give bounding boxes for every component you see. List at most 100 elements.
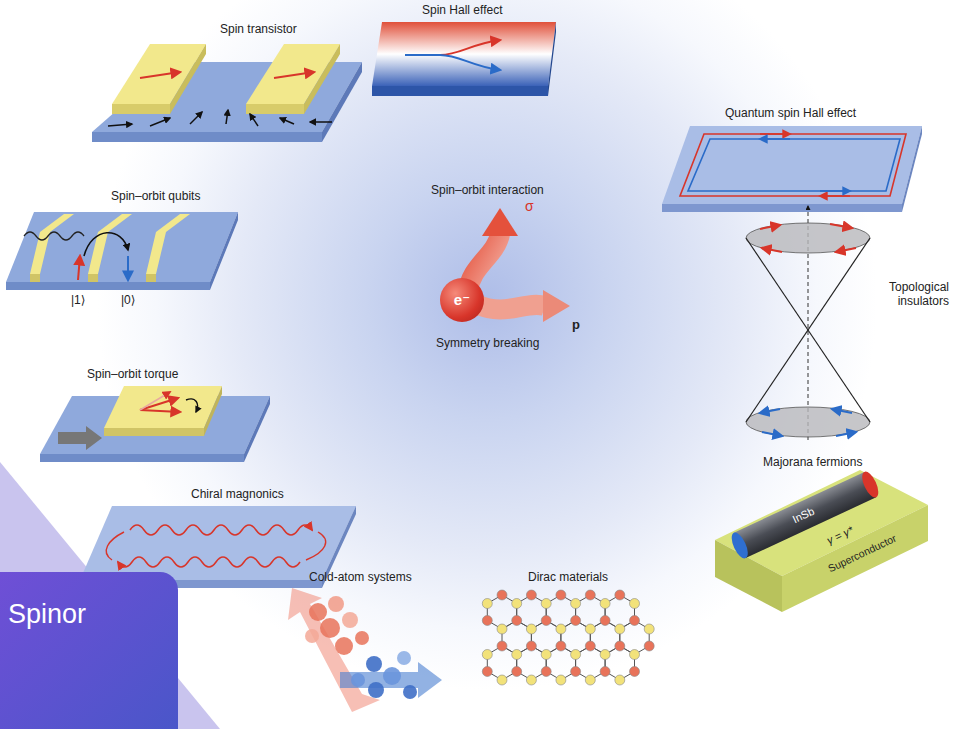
magnonics-slab (130, 525, 312, 535)
spin-hall-slab (372, 86, 548, 96)
torque-device (58, 426, 102, 450)
lattice-atom (556, 641, 566, 651)
dirac-cone (832, 409, 852, 413)
lattice-atom (571, 667, 581, 677)
panel-title: Chiral magnonics (191, 487, 284, 501)
spin-hall-slab (405, 55, 500, 70)
spin-transistor (274, 72, 314, 78)
lattice-atom (556, 675, 566, 685)
dirac-cone (836, 432, 856, 436)
qshe-slab (662, 126, 922, 212)
qubit-device (6, 212, 238, 282)
qubit-device (146, 274, 156, 282)
qubit-device (84, 233, 128, 256)
majorana-device (715, 469, 928, 612)
spinor-decoration (0, 462, 220, 729)
spin-transistor (92, 132, 322, 142)
cold-atoms (355, 631, 369, 645)
cold-atoms (403, 685, 417, 699)
qshe-slab (680, 134, 906, 196)
lattice-atom (541, 599, 551, 609)
cold-atoms (383, 667, 401, 685)
center-title: Spin–orbit interaction (431, 183, 544, 197)
lattice-atom (526, 641, 536, 651)
torque-device (140, 392, 170, 410)
lattice-atom (556, 590, 566, 600)
majorana-device (859, 469, 882, 499)
lattice-atom (556, 624, 566, 634)
lattice-atom (600, 616, 610, 626)
qubit-device (146, 214, 190, 274)
majorana-device (728, 530, 751, 560)
torque-device (186, 399, 198, 412)
lattice-atom (600, 599, 610, 609)
torque-device (104, 386, 222, 428)
spin-orbit-arrows (482, 208, 518, 236)
spin-transistor (226, 110, 228, 124)
panel-title: Quantum spin Hall effect (725, 106, 856, 120)
qshe-slab (820, 190, 850, 192)
electron-circle: e⁻ (440, 278, 484, 322)
lattice-atom (497, 590, 507, 600)
spinor-panel: Spinor (0, 572, 178, 729)
torque-device (244, 396, 270, 462)
qubit-device (78, 256, 80, 280)
lattice-atom (512, 667, 522, 677)
magnonics-slab (80, 506, 356, 580)
torque-device (104, 428, 204, 436)
lattice-atom (541, 667, 551, 677)
spinor-decoration (0, 462, 220, 729)
cold-atoms (320, 618, 340, 638)
panel-title: Majorana fermions (763, 455, 862, 469)
spin-transistor (150, 118, 170, 126)
panel-title: Topological insulators (875, 280, 949, 308)
majorana-device (734, 472, 876, 558)
lattice-atom (585, 624, 595, 634)
lattice-atom (526, 590, 536, 600)
lattice-atom (497, 624, 507, 634)
cold-atoms (335, 637, 353, 655)
qshe-slab (662, 204, 902, 212)
cold-atoms (351, 673, 365, 687)
dirac-cone (746, 223, 870, 253)
cold-atoms (309, 603, 327, 621)
cold-atoms (340, 662, 442, 698)
lattice-atom (512, 650, 522, 660)
torque-device (204, 386, 222, 436)
torque-device (140, 410, 180, 412)
dirac-cone (760, 225, 780, 229)
panel-title: Spin transistor (220, 22, 297, 36)
lattice-atom (497, 675, 507, 685)
lattice-atom (644, 624, 654, 634)
lattice-atom (571, 616, 581, 626)
lattice-atom (482, 599, 492, 609)
lattice-atom (526, 624, 536, 634)
cold-atoms (305, 629, 319, 643)
cold-atoms (366, 656, 382, 672)
spin-transistor (170, 44, 206, 114)
lattice-atom (630, 650, 640, 660)
qubit-device (127, 256, 129, 280)
magnonics-slab (106, 532, 124, 560)
lattice-atom (482, 616, 492, 626)
momentum-symbol: p (572, 318, 580, 332)
spin-hall-slab (548, 22, 556, 96)
center-title: Symmetry breaking (436, 336, 539, 350)
spin-transistor (190, 112, 202, 124)
dirac-cone (746, 407, 870, 437)
qubit-device (30, 274, 40, 282)
qubit-device (6, 282, 210, 290)
spin-transistor (108, 124, 132, 126)
panel-title: Dirac materials (528, 570, 608, 584)
lattice-atom (615, 590, 625, 600)
lattice-atom (585, 641, 595, 651)
spin-orbit-arrows (476, 304, 545, 309)
spin-hall-slab (405, 40, 500, 55)
spin-transistor (112, 104, 170, 114)
lattice-atom (585, 675, 595, 685)
spin-hall-slab (372, 22, 556, 96)
spin-orbit-arrows (543, 290, 570, 322)
dirac-cone (830, 224, 852, 228)
state-label: |0⟩ (121, 293, 135, 307)
lattice-atom (615, 641, 625, 651)
